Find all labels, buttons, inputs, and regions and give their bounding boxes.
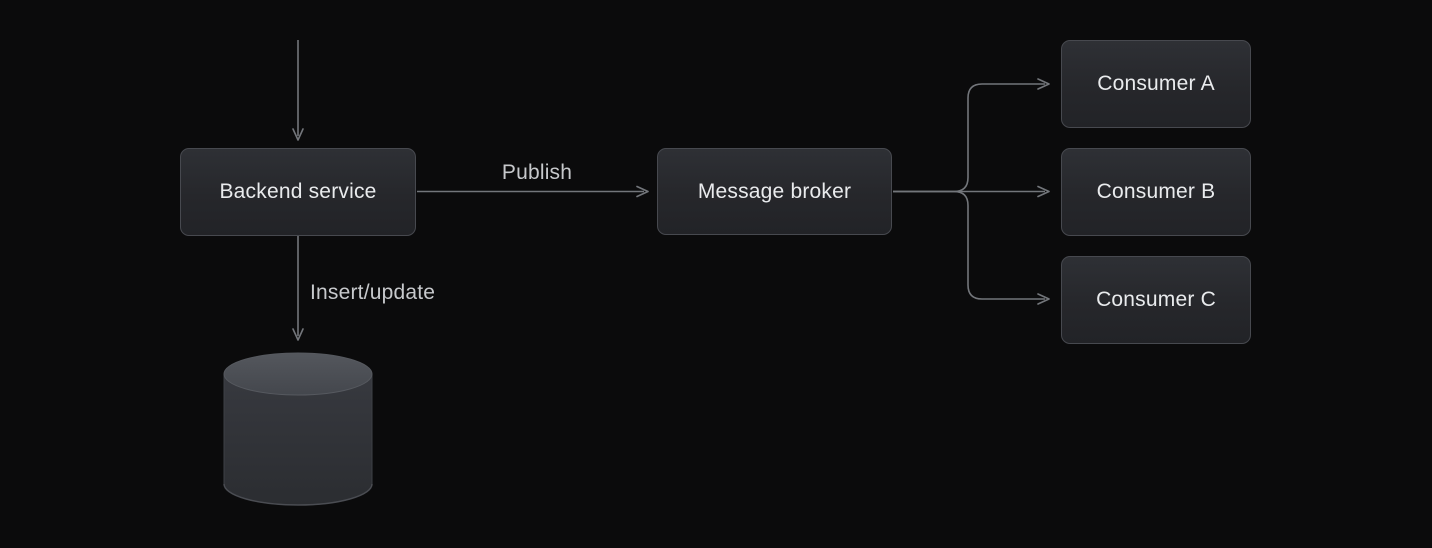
node-consumer-c: Consumer C <box>1061 256 1251 344</box>
database-cylinder-bottom-rim <box>223 483 373 506</box>
node-consumer-a: Consumer A <box>1061 40 1251 128</box>
node-message-broker: Message broker <box>657 148 892 235</box>
node-consumer-b: Consumer B <box>1061 148 1251 236</box>
node-consumer-b-label: Consumer B <box>1096 180 1216 203</box>
node-consumer-a-label: Consumer A <box>1097 72 1215 95</box>
node-consumer-c-label: Consumer C <box>1096 288 1216 311</box>
edge-label-insert-update: Insert/update <box>310 281 436 304</box>
database-cylinder <box>223 352 373 506</box>
node-backend-service-label: Backend service <box>219 180 377 203</box>
node-backend-service: Backend service <box>180 148 416 236</box>
database-cylinder-top <box>223 352 373 396</box>
edge-broker-to-consumer-c <box>893 190 1050 305</box>
edge-label-publish: Publish <box>501 161 573 184</box>
edge-broker-to-consumer-a <box>893 78 1050 193</box>
node-message-broker-label: Message broker <box>697 179 852 203</box>
